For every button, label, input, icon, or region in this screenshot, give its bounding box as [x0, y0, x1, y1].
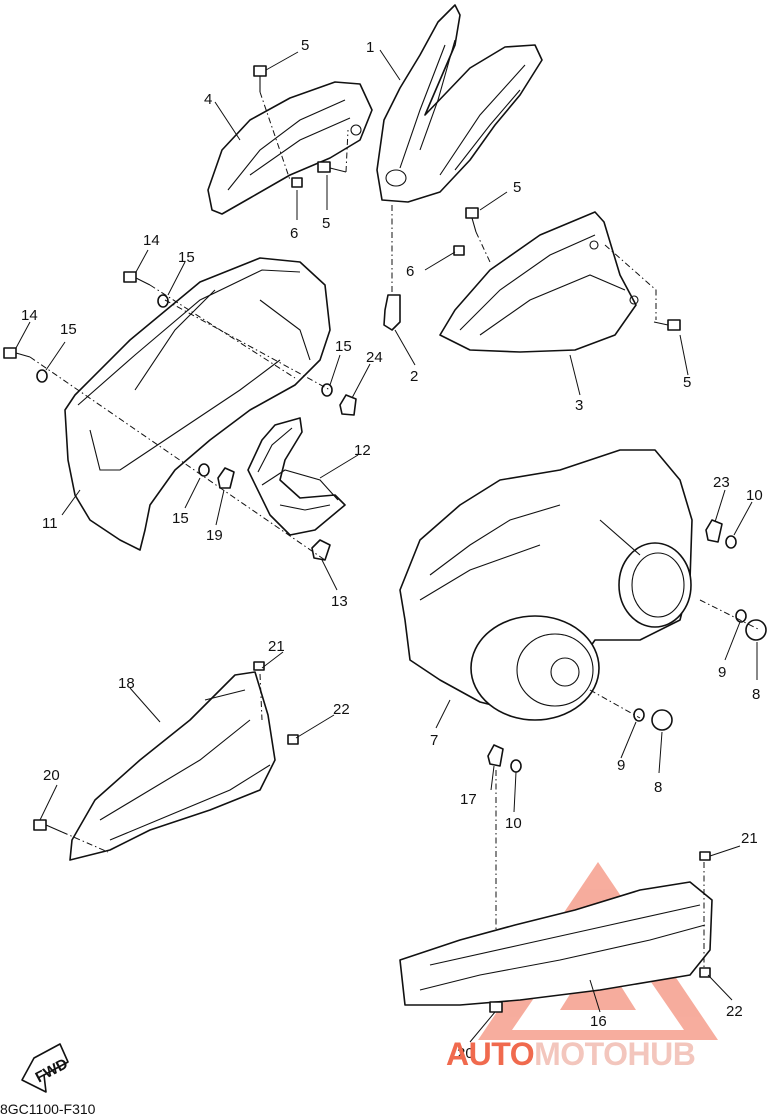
callout-20: 20 — [457, 1045, 474, 1062]
callout-5: 5 — [513, 179, 521, 196]
callout-21: 21 — [268, 638, 285, 655]
callout-2: 2 — [410, 368, 418, 385]
part-7-engine-cover — [399, 449, 693, 721]
callout-6: 6 — [290, 225, 298, 242]
callout-15: 15 — [335, 338, 352, 355]
part-18-lower-cover — [69, 671, 276, 861]
callout-22: 22 — [333, 701, 350, 718]
callout-7: 7 — [430, 732, 438, 749]
part-2-bracket — [383, 294, 401, 331]
callout-24: 24 — [366, 349, 383, 366]
part-11-side-panel — [64, 257, 331, 551]
callout-11: 11 — [42, 515, 58, 532]
leader-lines — [15, 49, 758, 1043]
callout-labels: 1 2 3 4 5 5 5 5 6 6 7 8 8 9 9 10 10 11 1… — [21, 37, 763, 1062]
part-23-clip — [705, 519, 723, 543]
callout-15: 15 — [172, 510, 189, 527]
callout-16: 16 — [590, 1013, 607, 1030]
callout-17: 17 — [460, 791, 477, 808]
callout-5: 5 — [322, 215, 330, 232]
callout-10: 10 — [746, 487, 763, 504]
callout-12: 12 — [354, 442, 371, 459]
callout-3: 3 — [575, 397, 583, 414]
callout-6: 6 — [406, 263, 414, 280]
callout-9: 9 — [718, 664, 726, 681]
callout-13: 13 — [331, 593, 348, 610]
callout-4: 4 — [204, 91, 212, 108]
fasteners — [3, 65, 767, 1013]
callout-9: 9 — [617, 757, 625, 774]
part-24-clip — [339, 394, 357, 416]
callout-20: 20 — [43, 767, 60, 784]
callout-5: 5 — [683, 374, 691, 391]
callout-14: 14 — [143, 232, 160, 249]
part-13-clip — [311, 539, 331, 561]
part-17-clip — [487, 744, 504, 767]
callout-5: 5 — [301, 37, 309, 54]
part-19-clip — [217, 467, 235, 489]
callout-15: 15 — [60, 321, 77, 338]
part-12-mesh-grille — [247, 417, 346, 536]
callout-8: 8 — [654, 779, 662, 796]
callout-14: 14 — [21, 307, 38, 324]
callout-19: 19 — [206, 527, 223, 544]
callout-15: 15 — [178, 249, 195, 266]
callout-10: 10 — [505, 815, 522, 832]
watermark-moto: MOTO — [534, 1036, 628, 1072]
watermark-auto: AUTO — [446, 1036, 535, 1072]
part-3-side-cover-right — [439, 211, 639, 353]
watermark-hub: HUB — [627, 1036, 696, 1072]
drawing-code: 8GC1100-F310 — [0, 1101, 96, 1117]
callout-23: 23 — [713, 474, 730, 491]
part-16-lower-cover — [399, 881, 713, 1006]
part-4-side-cover-left — [207, 81, 373, 215]
callout-21: 21 — [741, 830, 758, 847]
watermark-text: AUTOMOTOHUB — [446, 1036, 696, 1073]
assembly-lines — [29, 91, 761, 968]
part-1-front-cowl — [376, 4, 543, 203]
callout-18: 18 — [118, 675, 135, 692]
callout-22: 22 — [726, 1003, 743, 1020]
fwd-arrow-icon: FWD — [21, 1043, 71, 1093]
callout-8: 8 — [752, 686, 760, 703]
callout-1: 1 — [366, 39, 374, 56]
